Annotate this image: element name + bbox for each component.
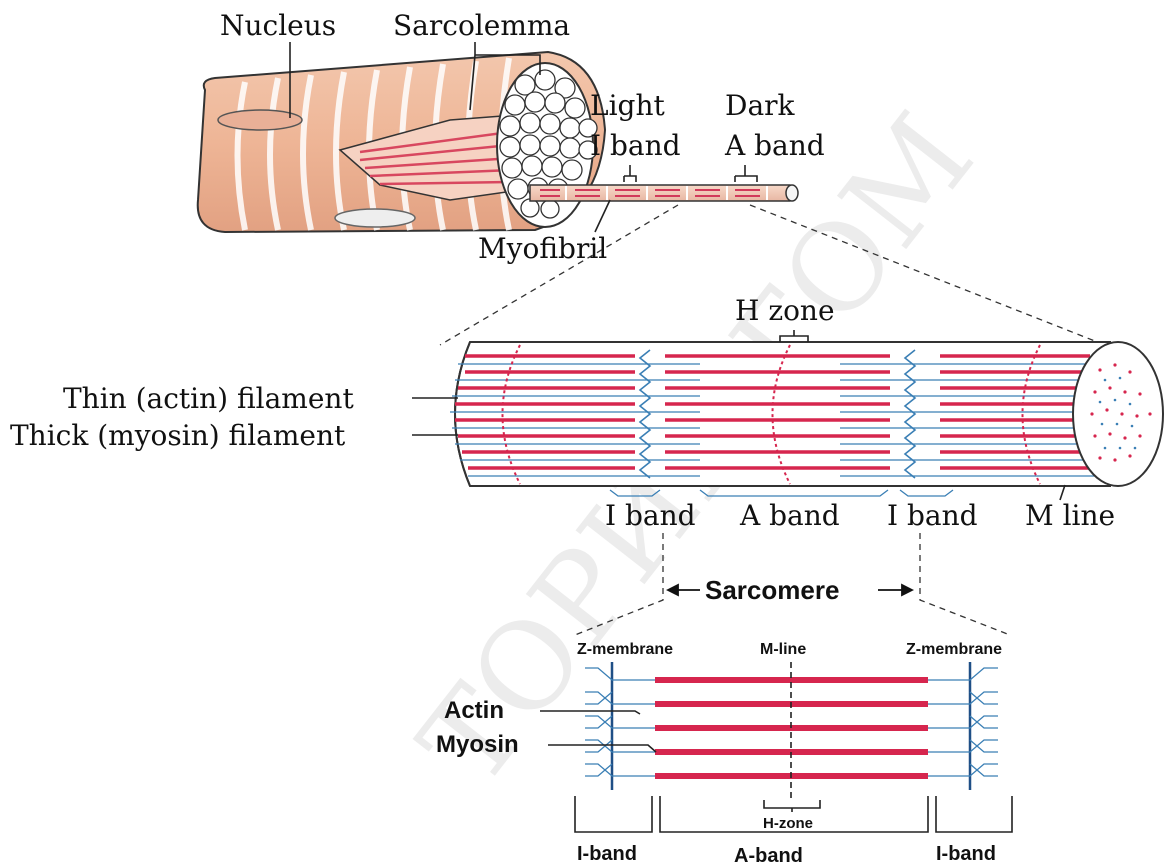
muscle-fiber xyxy=(198,52,798,232)
m-line-label: M line xyxy=(1025,499,1115,532)
i-band-right-bracket xyxy=(900,490,953,496)
light-i-band-label: I band xyxy=(590,129,681,162)
myofibril-enlarged xyxy=(450,342,1163,486)
i-band-left-bottom-label: I-band xyxy=(577,843,637,865)
myosin-label: Myosin xyxy=(436,731,519,758)
m-line-leader xyxy=(1060,485,1065,500)
actin-label: Actin xyxy=(444,697,504,724)
dark-a-band-label: A band xyxy=(724,129,825,162)
i-band-right-bottom-label: I-band xyxy=(936,843,996,865)
sarcolemma-label: Sarcolemma xyxy=(393,9,570,42)
dark-a-band-bracket xyxy=(735,165,757,182)
light-label: Light xyxy=(590,89,666,122)
myofibril-leader xyxy=(595,200,610,232)
i-band-right-bottom-bracket xyxy=(936,796,1012,832)
nucleus-shape-lower xyxy=(335,209,415,227)
thick-filament-label: Thick (myosin) filament xyxy=(10,419,346,452)
z-membrane-left-label: Z-membrane xyxy=(577,641,673,658)
thin-filament-label: Thin (actin) filament xyxy=(63,382,354,415)
sarcomere-title: Sarcomere xyxy=(705,575,839,605)
light-i-band-bracket xyxy=(624,165,636,182)
nucleus-label: Nucleus xyxy=(220,9,336,42)
a-band-bottom-label: A-band xyxy=(734,845,803,865)
myofibril-rod xyxy=(530,185,795,201)
i-band-right-label: I band xyxy=(887,499,978,532)
a-band-label: A band xyxy=(739,499,840,532)
sarcomere-dash-right xyxy=(920,533,1010,635)
i-band-left-bottom-bracket xyxy=(575,796,652,832)
h-zone-label: H zone xyxy=(735,294,835,327)
h-zone-bottom-bracket xyxy=(764,800,820,812)
myofibril-label: Myofibril xyxy=(478,232,607,265)
z-membrane-right-label: Z-membrane xyxy=(906,641,1002,658)
m-line-bottom-label: M-line xyxy=(760,641,806,658)
dark-label: Dark xyxy=(725,89,796,122)
i-band-left-label: I band xyxy=(605,499,696,532)
h-zone-bottom-label: H-zone xyxy=(763,815,813,832)
